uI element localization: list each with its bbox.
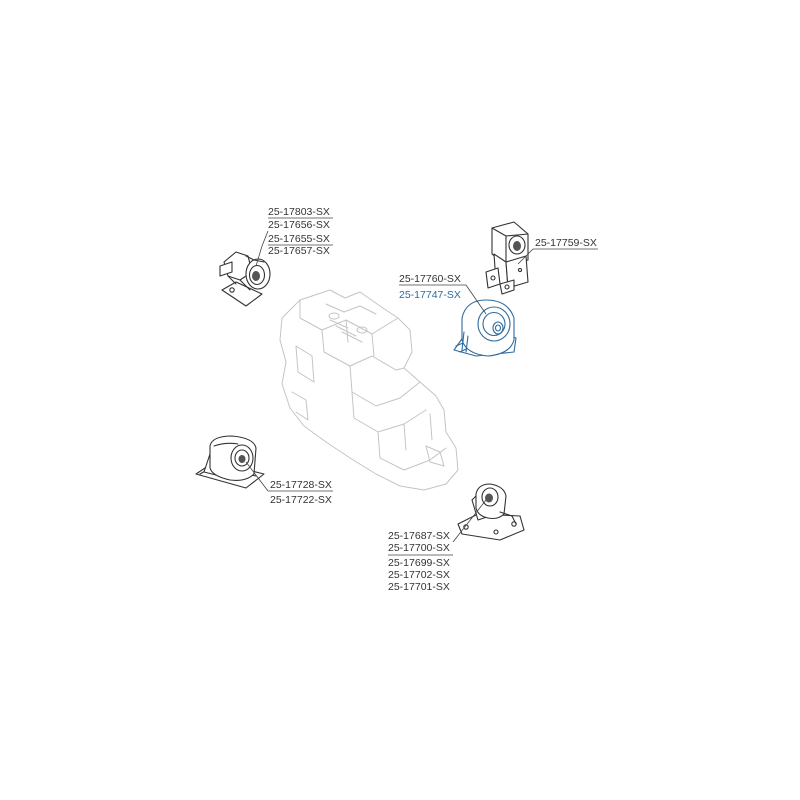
rear-mount-labels: 25-17687-SX 25-17700-SX 25-17699-SX 25-1… (388, 530, 450, 593)
engine-block-outline (279, 289, 459, 491)
right-mount-labels: 25-17759-SX (535, 237, 597, 249)
part-number[interactable]: 25-17760-SX (399, 273, 461, 285)
part-number[interactable]: 25-17700-SX (388, 542, 450, 554)
part-number[interactable]: 25-17656-SX (268, 219, 330, 231)
part-number[interactable]: 25-17702-SX (388, 569, 450, 581)
part-number[interactable]: 25-17657-SX (268, 245, 330, 257)
left-mount-illustration (195, 435, 265, 489)
part-number[interactable]: 25-17699-SX (388, 557, 450, 569)
part-number[interactable]: 25-17728-SX (270, 479, 332, 491)
part-number[interactable]: 25-17759-SX (535, 237, 597, 249)
rear-mount-illustration (457, 483, 525, 541)
front-mount-illustration (219, 251, 271, 307)
part-number-highlighted[interactable]: 25-17747-SX (399, 289, 461, 301)
part-number[interactable]: 25-17803-SX (268, 206, 330, 218)
part-number[interactable]: 25-17722-SX (270, 494, 332, 506)
part-number[interactable]: 25-17655-SX (268, 233, 330, 245)
front-mount-labels: 25-17803-SX 25-17656-SX 25-17655-SX 25-1… (268, 206, 330, 257)
leader-lines (245, 217, 598, 556)
part-number[interactable]: 25-17687-SX (388, 530, 450, 542)
center-mount-illustration (453, 299, 517, 357)
left-mount-labels: 25-17728-SX 25-17722-SX (270, 479, 332, 506)
right-mount-illustration (485, 221, 529, 295)
part-number[interactable]: 25-17701-SX (388, 581, 450, 593)
center-mount-labels: 25-17760-SX 25-17747-SX (399, 273, 461, 301)
